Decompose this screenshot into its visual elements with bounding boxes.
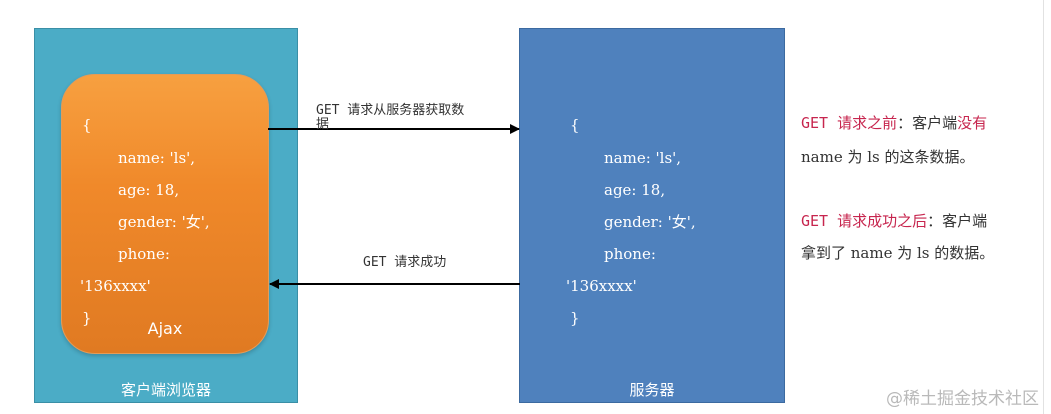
note-after-line2: 拿到了 name 为 ls 的数据。 xyxy=(801,244,995,262)
response-arrow-label: GET 请求成功 xyxy=(363,255,447,270)
ajax-label: Ajax xyxy=(147,319,183,338)
server-caption: 服务器 xyxy=(629,381,675,399)
server-code-line: '136xxxx' xyxy=(566,277,637,295)
request-arrow-label-line2: 据 xyxy=(316,116,330,132)
server-code-line: } xyxy=(570,309,580,327)
client-code-line: '136xxxx' xyxy=(80,277,151,295)
server-code-line: { xyxy=(570,116,580,134)
ajax-card: { name: 'ls', age: 18, gender: '女', phon… xyxy=(61,74,269,354)
right-border xyxy=(1043,0,1044,414)
note-before-line2: name 为 ls 的这条数据。 xyxy=(801,148,975,166)
request-arrow-label-line1: GET 请求从服务器获取数 xyxy=(316,103,465,118)
server-code-line: gender: '女', xyxy=(604,213,696,231)
client-code-line: gender: '女', xyxy=(118,213,210,231)
note-after-line1: GET 请求成功之后：客户端 xyxy=(801,210,987,231)
client-code-line: phone: xyxy=(118,245,170,263)
server-box: { name: 'ls', age: 18, gender: '女', phon… xyxy=(519,28,785,403)
server-code-line: phone: xyxy=(604,245,656,263)
note-after-text: ：客户端 xyxy=(927,212,988,230)
server-code-line: name: 'ls', xyxy=(604,149,682,167)
client-code-line: age: 18, xyxy=(118,181,180,199)
note-before-line1: GET 请求之前：客户端没有 xyxy=(801,112,987,133)
note-after-highlight: GET 请求成功之后 xyxy=(801,212,928,230)
server-code-line: age: 18, xyxy=(604,181,666,199)
client-code-line: { xyxy=(82,116,92,134)
client-code-line: name: 'ls', xyxy=(118,149,196,167)
client-code-line: } xyxy=(82,309,92,327)
client-browser-caption: 客户端浏览器 xyxy=(120,381,211,399)
note-before-highlight: GET 请求之前 xyxy=(801,114,898,132)
note-before-highlight-2: 没有 xyxy=(957,114,988,132)
watermark: @稀土掘金技术社区 xyxy=(886,389,1039,409)
request-arrow-label: GET 请求从服务器获取数 据 xyxy=(316,104,464,131)
note-before-text: ：客户端 xyxy=(897,114,958,132)
